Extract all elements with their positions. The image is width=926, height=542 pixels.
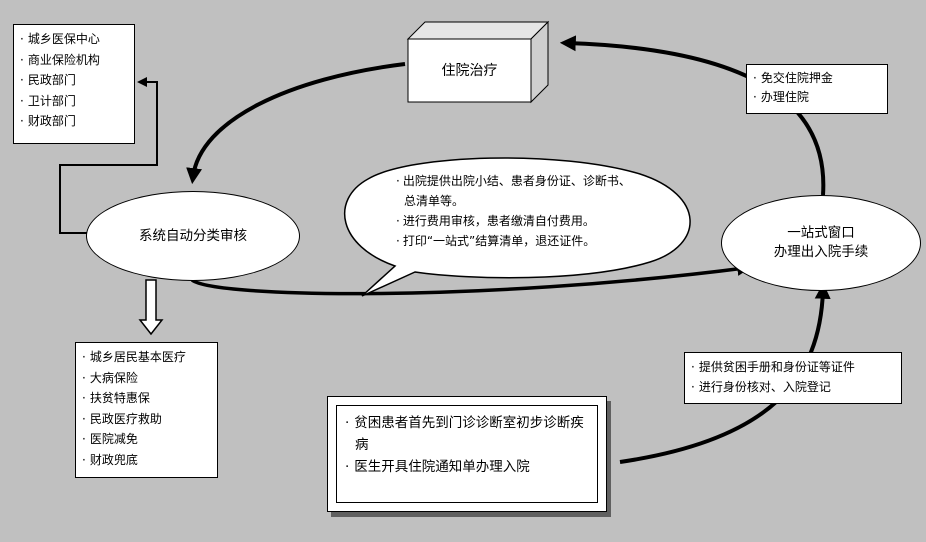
list-item: 民政部门 [28,70,128,91]
list-item: 医院减免 [90,429,211,450]
list-item: 进行身份核对、入院登记 [699,377,895,397]
list-item: 民政医疗救助 [90,409,211,430]
list-item: 免交住院押金 [761,69,881,88]
one-stop-window-ellipse: 一站式窗口 办理出入院手续 [721,195,921,291]
list-item: 医生开具住院通知单办理入院 [354,456,589,478]
identity-check-list: 提供贫困手册和身份证等证件 进行身份核对、入院登记 [684,352,902,404]
hospitalization-cube [406,20,550,104]
bubble-item: 进行费用审核，患者缴清自付费用。 [403,211,639,231]
admission-steps-list: 免交住院押金 办理住院 [746,64,888,114]
discharge-steps-text: 出院提供出院小结、患者身份证、诊断书、总清单等。 进行费用审核，患者缴清自付费用… [403,171,639,251]
list-item: 贫困患者首先到门诊诊断室初步诊断疾病 [354,412,589,456]
auto-review-label: 系统自动分类审核 [139,227,247,244]
list-item: 卫计部门 [28,91,128,112]
one-stop-window-label-1: 一站式窗口 [787,225,855,241]
arrow-treatment-to-review [186,62,406,185]
bubble-item: 出院提供出院小结、患者身份证、诊断书、总清单等。 [403,171,639,211]
agencies-list: 城乡医保中心 商业保险机构 民政部门 卫计部门 财政部门 [13,24,135,144]
list-item: 城乡居民基本医疗 [90,347,211,368]
list-item: 办理住院 [761,88,881,107]
list-item: 财政部门 [28,111,128,132]
list-item: 扶贫特惠保 [90,388,211,409]
bubble-item: 打印“一站式”结算清单，退还证件。 [403,231,639,251]
one-stop-window-label-2: 办理出入院手续 [773,244,869,260]
auto-review-ellipse: 系统自动分类审核 [86,191,300,281]
list-item: 商业保险机构 [28,50,128,71]
list-item: 大病保险 [90,368,211,389]
list-item: 城乡医保中心 [28,29,128,50]
patient-entry-inner: 贫困患者首先到门诊诊断室初步诊断疾病 医生开具住院通知单办理入院 [336,405,598,503]
hollow-down-arrow [138,279,164,336]
list-item: 财政兜底 [90,450,211,471]
insurance-coverage-list: 城乡居民基本医疗 大病保险 扶贫特惠保 民政医疗救助 医院减免 财政兜底 [75,342,218,478]
connector-review-to-agencies [59,81,158,234]
cube-label: 住院治疗 [441,63,498,79]
patient-entry-box: 贫困患者首先到门诊诊断室初步诊断疾病 医生开具住院通知单办理入院 [327,396,607,512]
list-item: 提供贫困手册和身份证等证件 [699,357,895,377]
arrow-review-to-window [190,262,752,296]
